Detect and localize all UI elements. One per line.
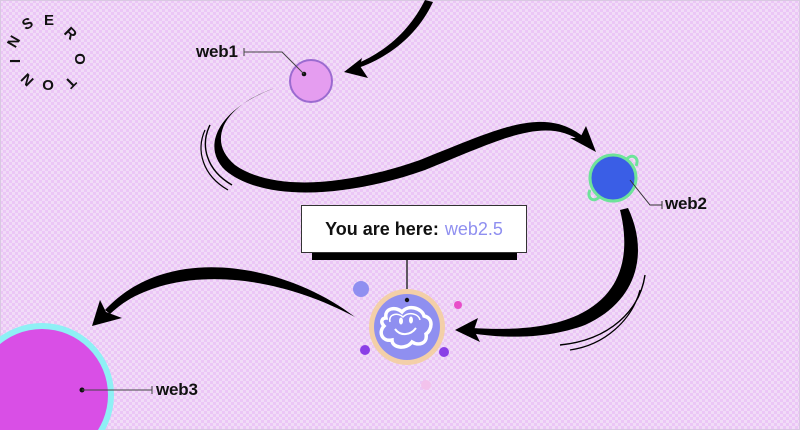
callout-shadow — [312, 253, 517, 260]
logo-letter: E — [44, 12, 54, 29]
logo-letter: O — [42, 76, 54, 93]
callout-text: You are here: web2.5 — [310, 212, 518, 246]
node-web3[interactable] — [0, 323, 153, 430]
arrow-web2-to-web2.5 — [455, 208, 646, 351]
logo-letter: T — [61, 73, 80, 92]
decor-dot — [454, 301, 462, 309]
decor-dot — [439, 347, 449, 357]
node-web2.5[interactable] — [353, 258, 462, 390]
logo-letter: N — [18, 70, 38, 90]
decor-dot — [421, 380, 431, 390]
logo-letter: N — [4, 33, 24, 51]
node-web2[interactable] — [587, 153, 663, 209]
callout-highlight: web2.5 — [444, 218, 503, 239]
web3-label: web3 — [156, 380, 198, 399]
arrow-web1-to-web2 — [200, 88, 596, 193]
callout-prefix: You are here: — [325, 218, 439, 239]
arrow-web2.5-to-web3 — [92, 267, 355, 326]
you-are-here-callout: You are here: web2.5 — [301, 205, 527, 253]
node-web1[interactable] — [243, 48, 333, 103]
decor-dot — [353, 281, 369, 297]
logo-letter: O — [71, 53, 88, 65]
web1-label: web1 — [196, 42, 238, 61]
serotonin-logo: S E R O T O N I N — [4, 12, 88, 93]
logo-letter: S — [19, 14, 36, 34]
smiley-blob-icon — [379, 305, 433, 349]
arrow-into-web1 — [344, 0, 433, 78]
decor-dot — [360, 345, 370, 355]
logo-letter: I — [7, 59, 24, 63]
logo-letter: R — [60, 24, 80, 44]
web2-label: web2 — [665, 194, 707, 213]
